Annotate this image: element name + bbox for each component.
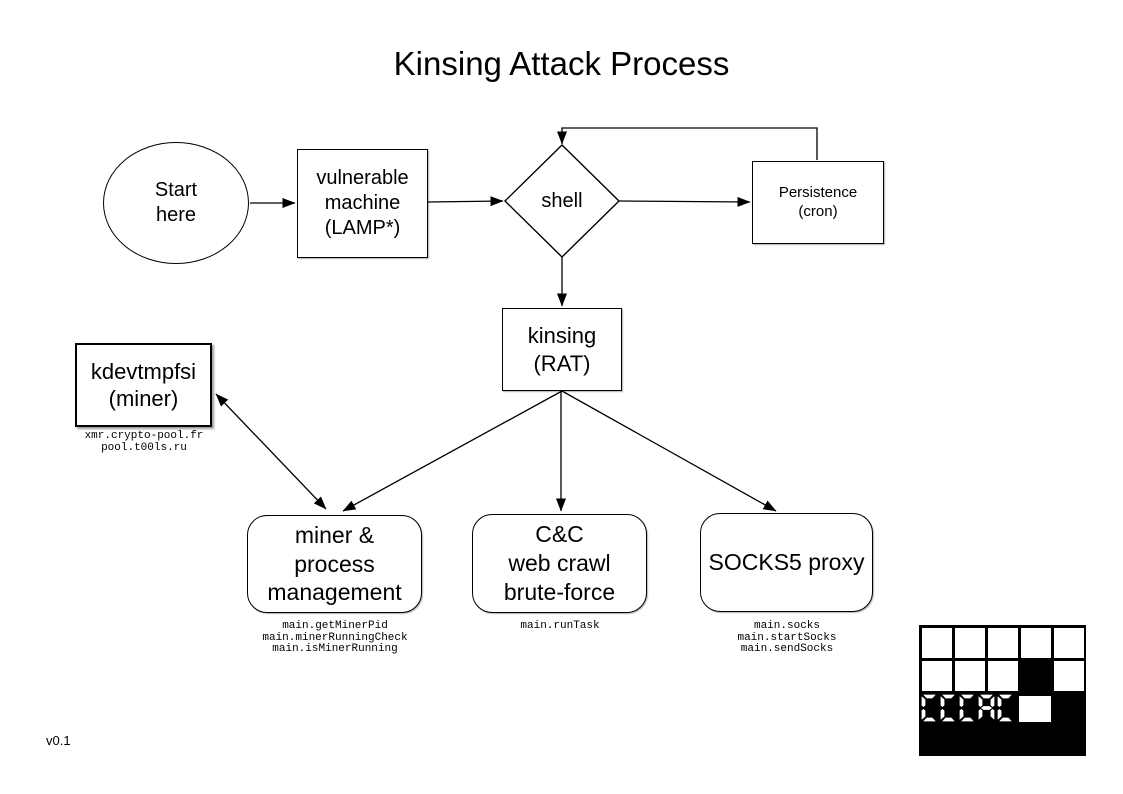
logo-grid-cell: [955, 661, 985, 691]
lcd-character: [921, 694, 938, 722]
cnc-function-annotations: main.runTask: [440, 620, 680, 633]
node-shell: shell: [512, 188, 612, 214]
logo-grid-cell: [922, 661, 952, 691]
annotation-line: pool.t00ls.ru: [101, 441, 187, 454]
node-vulnerable-line1: vulnerable: [316, 167, 409, 189]
node-persistence-cron: Persistence (cron): [752, 161, 884, 244]
node-kdevtmpfsi-line2: (miner): [108, 386, 179, 411]
kdevtmpfsi-pool-annotations: xmr.crypto-pool.fr pool.t00ls.ru: [24, 430, 264, 454]
node-cnc-line1: C&C: [535, 521, 584, 548]
lcd-character: [997, 694, 1014, 722]
logo-grid-cell: [1021, 628, 1051, 658]
node-start-line2: here: [155, 204, 197, 226]
logo-grid-cell: [1054, 661, 1084, 691]
logo-grid-cell: [988, 661, 1018, 691]
annotation-line: main.startSocks: [737, 631, 837, 644]
node-persistence-line1: Persistence: [778, 183, 858, 201]
arrow-persistence-loop-to-shell: [557, 127, 818, 160]
socks5-function-annotations: main.socks main.startSocks main.sendSock…: [667, 620, 907, 656]
arrow-vulnerable-to-shell: [427, 196, 504, 207]
node-vulnerable-line3: (LAMP*): [324, 217, 401, 239]
logo-grid-cell: [988, 628, 1018, 658]
logo-grid-cell: [1054, 628, 1084, 658]
annotation-line: xmr.crypto-pool.fr: [84, 430, 204, 442]
lcd-character: [940, 694, 957, 722]
node-cnc-line2: web crawl: [508, 550, 611, 577]
node-persistence-line2: (cron): [798, 202, 838, 220]
node-kinsing-rat: kinsing (RAT): [502, 308, 622, 391]
version-label: v0.1: [46, 733, 71, 748]
annotation-line: main.runTask: [520, 620, 600, 632]
pixel-grid-logo: [919, 625, 1086, 756]
annotation-line: main.isMinerRunning: [272, 643, 398, 656]
logo-grid-cell: [1019, 696, 1051, 722]
logo-grid-cell: [922, 628, 952, 658]
node-kdevtmpfsi-miner: kdevtmpfsi (miner): [75, 343, 212, 427]
miner-mgmt-function-annotations: main.getMinerPid main.minerRunningCheck …: [215, 620, 455, 656]
annotation-line: main.minerRunningCheck: [262, 631, 408, 644]
node-cnc-web-crawl-brute-force: C&C web crawl brute-force: [472, 514, 647, 613]
diagram-title: Kinsing Attack Process: [393, 45, 730, 82]
arrow-shell-to-persistence: [618, 196, 751, 207]
logo-lcd-display: [921, 694, 1014, 722]
annotation-line: main.sendSocks: [740, 643, 834, 656]
node-miner-process-management: miner & process management: [247, 515, 422, 613]
node-kdevtmpfsi-line1: kdevtmpfsi: [90, 358, 197, 384]
node-shell-label: shell: [541, 189, 583, 212]
node-kinsing-line2: (RAT): [533, 350, 591, 376]
node-start-line1: Start: [154, 179, 198, 201]
node-vulnerable-machine: vulnerable machine (LAMP*): [297, 149, 428, 258]
arrow-kinsing-to-socks5: [561, 390, 777, 512]
annotation-line: main.socks: [753, 620, 820, 632]
arrow-kinsing-to-miner-mgmt: [342, 390, 563, 512]
node-vulnerable-line2: machine: [324, 192, 401, 214]
node-socks-line1: SOCKS5 proxy: [708, 549, 865, 576]
lcd-character: [959, 694, 976, 722]
node-miner-line2: process: [294, 550, 375, 577]
node-kinsing-line1: kinsing: [527, 323, 597, 348]
node-miner-line3: management: [267, 579, 402, 606]
logo-grid-cell: [955, 628, 985, 658]
annotation-line: main.getMinerPid: [282, 620, 388, 632]
node-miner-line1: miner &: [294, 521, 375, 548]
node-socks5-proxy: SOCKS5 proxy: [700, 513, 873, 612]
lcd-character: [978, 694, 995, 722]
node-start-here: Start here: [103, 142, 249, 264]
node-cnc-line3: brute-force: [503, 578, 616, 605]
